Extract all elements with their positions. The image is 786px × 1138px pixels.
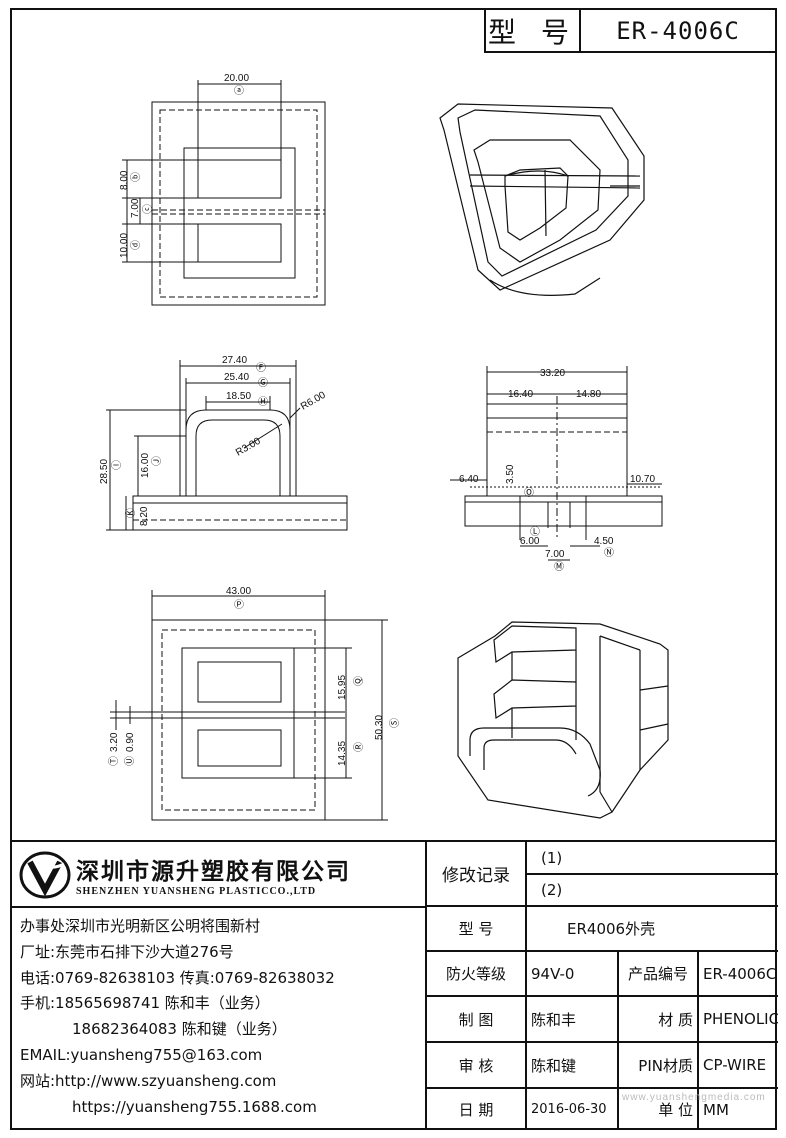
model-row-label: 型 号	[425, 905, 527, 952]
dim-bottom-h-total: 50.30	[374, 715, 385, 740]
technical-drawing: 20.00 ⓐ 8.00 ⓑ 7.00 ⓒ 10.00 ⓓ	[99, 73, 669, 821]
dim-front-c: 10.70	[630, 474, 655, 485]
company-logo-icon	[19, 851, 71, 899]
dim-front-b: 3.50	[505, 464, 516, 484]
dim-side-h-mid: 16.00	[140, 453, 151, 478]
dim-side-h-base: 8.20	[139, 506, 150, 526]
dim-side-w2-mark: Ⓖ	[258, 377, 268, 389]
model-number: ER-4006C	[616, 16, 740, 45]
drawn-by-value: 陈和丰	[525, 995, 619, 1043]
reviewed-by-value: 陈和键	[525, 1041, 619, 1089]
dim-side-w1-mark: Ⓕ	[256, 362, 266, 374]
isometric-view-bottom	[457, 621, 669, 819]
dim-top-h2: 10.00	[119, 233, 130, 258]
dim-bottom-h2-mark: Ⓡ	[353, 742, 365, 752]
dim-side-h-mid-mark: Ⓙ	[151, 456, 163, 466]
office-address: 办事处深圳市光明新区公明将围新村	[20, 917, 261, 935]
info-table: 修改记录 (1) (2) 型 号 ER4006外壳 防火等级 94V-0 产品编…	[425, 842, 779, 1130]
side-view	[106, 360, 348, 531]
dim-front-e-mark: Ⓜ	[554, 561, 564, 573]
dim-front-f-mark: Ⓝ	[604, 547, 614, 559]
model-row-value: ER4006外壳	[524, 905, 779, 952]
dim-bottom-h-total-mark: Ⓢ	[389, 718, 401, 728]
bottom-view	[110, 590, 388, 821]
fire-rating-value: 94V-0	[525, 950, 619, 997]
dim-side-w3: 18.50	[226, 391, 251, 402]
model-label: 型 号	[486, 10, 581, 51]
dim-bottom-s1-mark: Ⓣ	[108, 756, 120, 766]
dim-side-w2: 25.40	[224, 372, 249, 383]
drawing-sheet	[10, 8, 777, 1130]
dim-front-total: 33.20	[540, 368, 565, 379]
dim-bottom-h2: 14.35	[337, 741, 348, 766]
dim-front-e: 7.00	[545, 549, 565, 560]
dim-top-h2-mark: ⓓ	[130, 240, 142, 250]
email: EMAIL:yuansheng755@163.com	[20, 1045, 263, 1064]
mobile-2: 18682364083 陈和键（业务）	[72, 1020, 287, 1039]
drawn-by-label: 制 图	[425, 995, 527, 1043]
dim-side-h-total: 28.50	[99, 459, 110, 484]
revision-label: 修改记录	[425, 842, 527, 907]
unit-label: 单 位	[617, 1087, 699, 1130]
company-header: 深圳市源升塑胶有限公司 SHENZHEN YUANSHENG PLASTICCO…	[10, 842, 425, 908]
dim-top-width-mark: ⓐ	[234, 85, 244, 97]
dim-bottom-s2-mark: Ⓤ	[124, 756, 136, 766]
dim-top-width: 20.00	[224, 73, 249, 84]
reviewed-by-label: 审 核	[425, 1041, 527, 1089]
product-no-value: ER-4006C	[696, 950, 779, 997]
pin-material-value: CP-WIRE	[696, 1041, 779, 1089]
website-1: 网站:http://www.szyuansheng.com	[20, 1071, 277, 1090]
dim-bottom-width: 43.00	[226, 586, 251, 597]
dim-top-h1-mark: ⓑ	[130, 172, 142, 182]
front-view	[450, 366, 663, 561]
company-name-en: SHENZHEN YUANSHENG PLASTICCO.,LTD	[76, 886, 317, 897]
mobile-1: 手机:18565698741 陈和丰（业务）	[20, 994, 270, 1013]
revision-1: (1)	[524, 842, 779, 875]
dim-front-d: 6.00	[520, 536, 540, 547]
dim-front-left: 16.40	[508, 389, 533, 400]
product-no-label: 产品编号	[617, 950, 699, 997]
date-value: 2016-06-30	[525, 1087, 619, 1130]
unit-value: MM	[696, 1087, 779, 1130]
dim-side-r1: R6.00	[299, 390, 328, 413]
dim-side-w1: 27.40	[222, 355, 247, 366]
dim-side-h-base-mark: Ⓚ	[125, 508, 137, 518]
contact-info: 办事处深圳市光明新区公明将围新村 厂址:东莞市石排下沙大道276号 电话:076…	[20, 914, 425, 1120]
dim-front-b-mark: Ⓞ	[524, 487, 534, 499]
isometric-view-top	[439, 103, 645, 296]
dim-side-r2: R3.00	[234, 436, 263, 459]
dim-bottom-h1: 15.95	[337, 675, 348, 700]
dim-front-f: 4.50	[594, 536, 614, 547]
pin-material-label: PIN材质	[617, 1041, 699, 1089]
dim-bottom-s2: 0.90	[125, 732, 136, 752]
title-block: 型 号 ER-4006C	[484, 8, 777, 53]
dim-top-gap: 7.00	[130, 198, 141, 218]
company-name-cn: 深圳市源升塑胶有限公司	[76, 859, 351, 885]
dim-front-right: 14.80	[576, 389, 601, 400]
material-label: 材 质	[617, 995, 699, 1043]
date-label: 日 期	[425, 1087, 527, 1130]
dim-bottom-s1: 3.20	[109, 732, 120, 752]
watermark: www.yuanshengmedia.com	[622, 1092, 766, 1103]
dim-front-a: 6.40	[459, 474, 479, 485]
phone-fax: 电话:0769-82638103 传真:0769-82638032	[20, 968, 335, 987]
factory-address: 厂址:东莞市石排下沙大道276号	[20, 942, 234, 961]
dim-bottom-width-mark: Ⓟ	[234, 599, 244, 611]
title-block-bottom: 深圳市源升塑胶有限公司 SHENZHEN YUANSHENG PLASTICCO…	[10, 840, 779, 1130]
fire-rating-label: 防火等级	[425, 950, 527, 997]
dim-top-gap-mark: ⓒ	[142, 204, 154, 214]
dim-side-h-total-mark: Ⓘ	[111, 460, 123, 470]
top-view	[122, 80, 326, 306]
dim-side-w3-mark: Ⓗ	[258, 396, 268, 408]
dim-top-h1: 8.00	[119, 170, 130, 190]
website-2: https://yuansheng755.1688.com	[72, 1097, 317, 1116]
dim-front-d-mark: Ⓛ	[530, 526, 540, 538]
dim-bottom-h1-mark: Ⓠ	[353, 676, 365, 686]
material-value: PHENOLIC	[696, 995, 779, 1043]
revision-2: (2)	[524, 873, 779, 907]
